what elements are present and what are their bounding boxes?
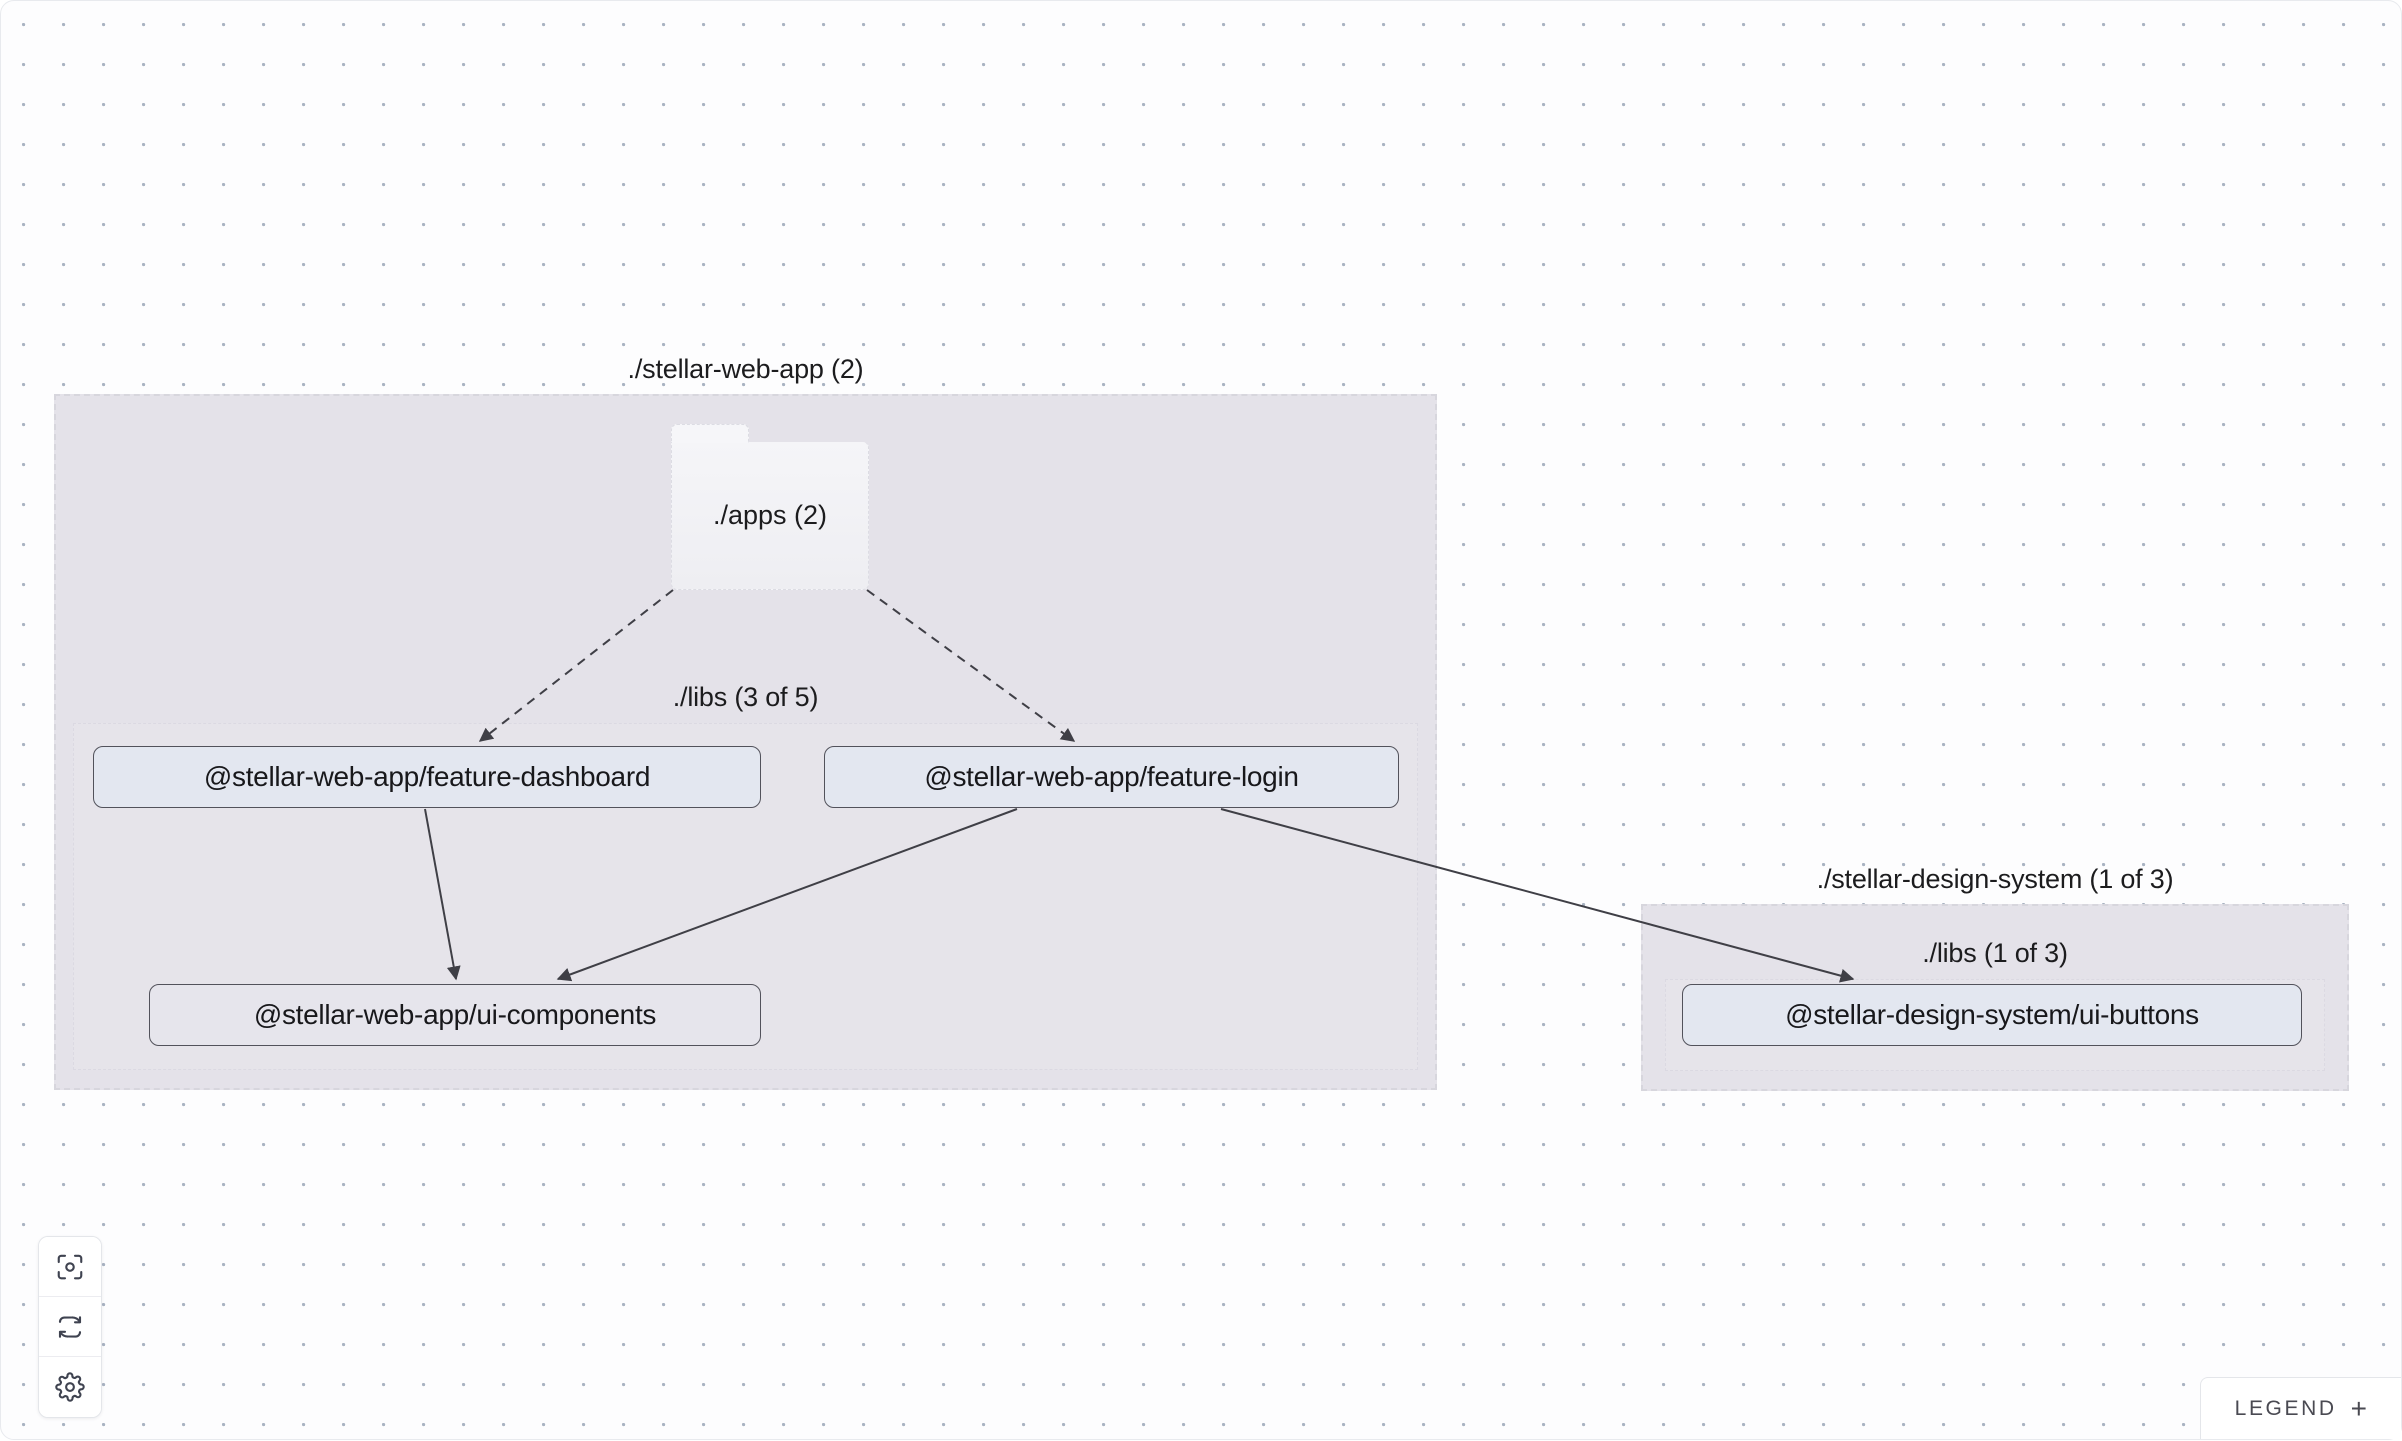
- node-ui-components[interactable]: @stellar-web-app/ui-components: [149, 984, 761, 1046]
- group-label-stellar-web-app-libs: ./libs (3 of 5): [672, 682, 819, 712]
- legend-button[interactable]: LEGEND +: [2199, 1377, 2401, 1439]
- group-label-stellar-design-system-libs: ./libs (1 of 3): [1922, 938, 2068, 968]
- node-label: @stellar-web-app/ui-components: [253, 999, 657, 1030]
- folder-tab-icon: [671, 424, 749, 443]
- gear-icon: [55, 1372, 85, 1402]
- folder-node-label: ./apps (2): [712, 500, 828, 530]
- group-label-stellar-web-app: ./stellar-web-app (2): [627, 354, 864, 384]
- focus-button[interactable]: [39, 1237, 101, 1297]
- node-ui-buttons[interactable]: @stellar-design-system/ui-buttons: [1682, 984, 2302, 1046]
- settings-button[interactable]: [39, 1357, 101, 1417]
- group-label-stellar-design-system: ./stellar-design-system (1 of 3): [1816, 864, 2174, 894]
- folder-node-apps[interactable]: ./apps (2): [671, 424, 869, 590]
- focus-target-icon: [55, 1252, 85, 1282]
- refresh-button[interactable]: [39, 1297, 101, 1357]
- legend-label: LEGEND: [2234, 1396, 2337, 1420]
- plus-icon: +: [2350, 1392, 2367, 1424]
- node-feature-dashboard[interactable]: @stellar-web-app/feature-dashboard: [93, 746, 761, 808]
- refresh-icon: [55, 1312, 85, 1342]
- node-feature-login[interactable]: @stellar-web-app/feature-login: [824, 746, 1399, 808]
- canvas-controls[interactable]: [38, 1236, 102, 1418]
- node-label: @stellar-design-system/ui-buttons: [1785, 999, 2199, 1030]
- node-label: @stellar-web-app/feature-dashboard: [203, 761, 651, 792]
- node-label: @stellar-web-app/feature-login: [924, 761, 1299, 792]
